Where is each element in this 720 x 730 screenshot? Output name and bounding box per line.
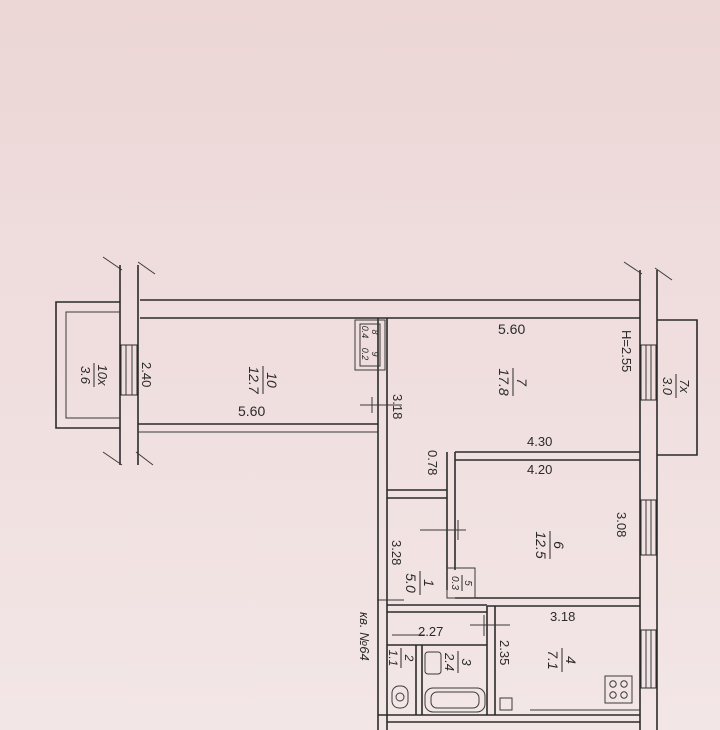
door-marks [360,397,510,636]
balconies [55,301,698,456]
room-5-number: 5 [462,580,473,586]
room-3-number: 3 [459,658,474,666]
vent-shaft [354,319,386,371]
room-2-label: 2 1.1 [386,648,416,668]
ceiling-height-label: H=2.55 [619,330,634,372]
dim-kitchen-width: 3.18 [550,609,575,624]
bathtub-inner [430,691,480,709]
break-mark-right-top-2 [654,267,673,281]
room-6-area: 12.5 [533,531,549,558]
closet-5-box [446,567,476,599]
toilet-icon [391,685,409,709]
break-mark-left-bottom-2 [135,451,154,466]
room-6-number: 6 [551,541,567,549]
room-8-area: 0.4 [360,326,370,339]
balcony-10x-label: 10х 3.6 [78,363,110,387]
vent-shaft-inner [359,323,381,367]
sink-icon [424,651,442,675]
room-4-label: 4 7.1 [545,648,579,672]
fixtures [391,651,633,713]
dim-room6-top-outer: 4.30 [527,434,552,449]
break-mark-right-top [623,261,643,275]
balcony-7x-area: 3.0 [660,377,675,396]
dim-corridor-gap: 0.78 [425,450,440,475]
balcony-7x-label: 7х 3.0 [660,374,692,398]
bathtub-icon [424,687,486,713]
room-2-number: 2 [402,654,416,662]
room-9-area: 0.2 [360,348,370,361]
outer-walls [102,256,673,730]
balcony-7x-number: 7х [677,379,692,393]
stove-burner [620,691,628,699]
room-labels: 10 12.7 7 17.8 6 12.5 1 5.0 4 7.1 3 2.4 [78,326,692,673]
room-1-number: 1 [421,579,437,587]
stove-burner [609,680,617,688]
room-8-number: 8 [370,329,380,334]
room-9-number: 9 [370,351,380,356]
stove-icon [604,675,633,704]
room-10-label: 10 12.7 [246,366,280,395]
room-7-area: 17.8 [496,368,512,395]
room-4-area: 7.1 [545,650,561,669]
room-6-label: 6 12.5 [533,531,567,559]
dimension-labels: 5.60 5.60 2.40 3.18 4.30 4.20 3.08 0.78 … [139,321,634,665]
dim-room7-width: 5.60 [498,321,525,337]
interior-walls [138,318,640,730]
balcony-10x-area: 3.6 [78,366,93,385]
dim-room7-depth: 3.18 [390,394,405,419]
room-7-label: 7 17.8 [496,368,530,396]
dim-room10-width: 5.60 [238,403,265,419]
dim-room6-depth: 3.08 [614,512,629,537]
room-10-number: 10 [264,372,280,388]
dim-room6-top-inner: 4.20 [527,462,552,477]
room-10-area: 12.7 [246,366,262,394]
room-7-number: 7 [514,378,530,387]
room-3-label: 3 2.4 [442,651,474,673]
dim-kitchen-depth: 2.35 [497,640,512,665]
balcony-10x-number: 10х [95,365,110,386]
room-8-label: 8 0.4 [360,326,380,339]
window-room-10 [120,344,138,396]
window-room-6 [640,499,657,556]
stove-burner [620,680,628,688]
room-1-label: 1 5.0 [403,571,437,595]
kitchen-sink-icon [499,697,513,711]
balcony-left-outline [55,301,120,429]
break-mark-left-top-2 [137,261,156,275]
room-5-area: 0.3 [449,576,460,590]
dim-bath-width: 2.27 [418,624,443,639]
room-2-area: 1.1 [386,650,400,667]
stove-burner [609,691,617,699]
window-room-7 [640,344,657,401]
window-room-4 [640,629,657,689]
room-4-number: 4 [563,656,579,664]
balcony-left-inner [65,311,120,419]
room-1-area: 5.0 [403,573,419,593]
room-9-label: 9 0.2 [360,348,380,361]
dim-hall-length: 3.28 [389,540,404,565]
break-mark-left-top [102,256,123,271]
dim-room10-depth: 2.40 [139,362,154,387]
break-mark-left-bottom [102,451,123,466]
room-3-area: 2.4 [442,652,457,671]
apartment-number-label: кв. №64 [357,612,372,661]
room-5-label: 5 0.3 [449,575,473,591]
toilet-bowl [395,692,405,702]
balcony-right-outline [657,319,698,456]
